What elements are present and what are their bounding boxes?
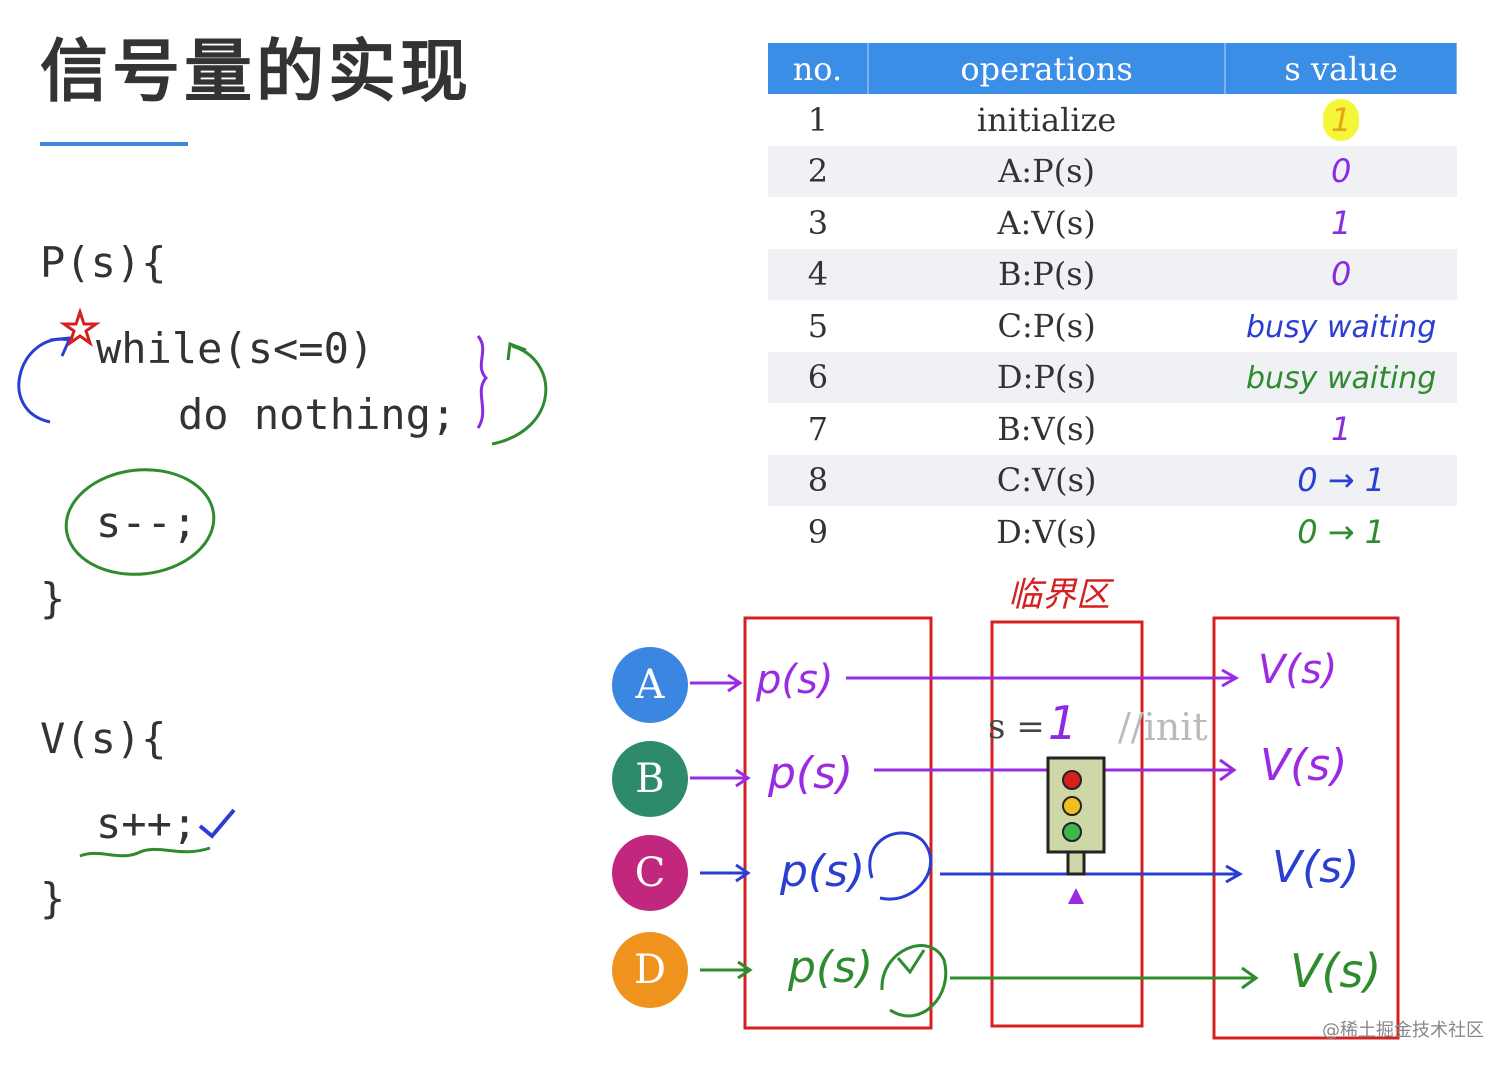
table-row: 1 initialize 1 <box>768 94 1457 146</box>
v-increment: s++; <box>96 799 198 848</box>
cell-op: A:V(s) <box>997 203 1096 242</box>
cell-s: 0 <box>1225 248 1457 300</box>
process-c-label: C <box>634 850 666 896</box>
v-close: } <box>40 874 66 923</box>
s-value-text: 0 → 1 <box>1297 461 1386 500</box>
v-header: V(s){ <box>40 714 167 763</box>
s-value-text: 1 <box>1330 203 1352 242</box>
cell-op: D:P(s) <box>867 351 1226 403</box>
cell-s: 1 <box>1225 197 1457 249</box>
p-close: } <box>40 574 66 623</box>
p-while: while(s<=0) <box>96 324 375 373</box>
process-b-p-label: p(s) <box>768 748 854 799</box>
table-row: 6 D:P(s) busy waiting <box>768 351 1457 403</box>
header-no: no. <box>768 43 869 94</box>
cell-no: 6 <box>768 351 868 403</box>
table-header-row: no. operations s value <box>768 43 1458 94</box>
cell-s: 0 → 1 <box>1225 506 1457 558</box>
cell-no: 2 <box>768 145 868 197</box>
cell-no: 5 <box>807 306 829 345</box>
process-d-circle: D <box>612 932 688 1008</box>
process-a-label: A <box>635 662 665 708</box>
table-row: 2 A:P(s) 0 <box>768 145 1457 197</box>
process-b-v-label: V(s) <box>1260 740 1348 791</box>
cell-s: busy waiting <box>1225 351 1457 403</box>
process-a-v-label: V(s) <box>1258 647 1338 693</box>
process-c-v-label: V(s) <box>1272 842 1360 893</box>
process-b-circle: B <box>612 741 688 817</box>
process-d-p-label: p(s) <box>788 942 874 993</box>
s-value-text: 1 <box>1322 98 1360 141</box>
cell-no: 8 <box>768 454 868 506</box>
table-row: 7 B:V(s) 1 <box>768 403 1457 455</box>
s-value-text: 0 → 1 <box>1297 512 1386 551</box>
cell-op: B:V(s) <box>997 409 1096 448</box>
cell-no: 4 <box>768 248 868 300</box>
title-underline <box>40 142 188 146</box>
cell-no: 3 <box>807 203 829 242</box>
cell-no: 7 <box>807 409 829 448</box>
table-row: 8 C:V(s) 0 → 1 <box>768 454 1457 506</box>
table-row: 4 B:P(s) 0 <box>768 248 1457 300</box>
v-box <box>1212 616 1400 1040</box>
s-value-text: 0 <box>1330 152 1352 191</box>
header-s-value: s value <box>1225 43 1458 94</box>
init-comment: //init <box>1118 705 1208 749</box>
critical-section-box <box>990 620 1144 1028</box>
process-a-p-label: p(s) <box>756 657 834 703</box>
operations-table: no. operations s value 1 initialize 1 2 … <box>768 43 1458 558</box>
traffic-light-icon <box>1046 756 1106 904</box>
process-d-label: D <box>633 947 667 993</box>
header-operations: operations <box>867 43 1227 94</box>
watermark: @稀土掘金技术社区 <box>1322 1020 1484 1041</box>
page-title: 信号量的实现 <box>40 32 473 112</box>
p-header: P(s){ <box>40 238 167 287</box>
p-box <box>743 616 933 1030</box>
process-c-p-label: p(s) <box>780 846 866 897</box>
cell-s: 1 <box>1225 94 1457 146</box>
cell-no: 1 <box>807 100 829 139</box>
cell-s: busy waiting <box>1225 300 1457 352</box>
cell-op: A:P(s) <box>867 145 1226 197</box>
cell-no: 9 <box>807 512 829 551</box>
cell-s: 0 → 1 <box>1225 454 1457 506</box>
s-init-label: s = <box>988 707 1045 747</box>
s-value-text: busy waiting <box>1245 361 1437 397</box>
s-value-text: busy waiting <box>1245 309 1437 345</box>
cell-op: B:P(s) <box>867 248 1226 300</box>
cell-s: 1 <box>1225 403 1457 455</box>
p-decrement: s--; <box>96 498 198 547</box>
table-row: 5 C:P(s) busy waiting <box>768 300 1457 352</box>
process-a-circle: A <box>612 647 688 723</box>
cell-op: initialize <box>976 100 1117 139</box>
process-d-v-label: V(s) <box>1290 944 1382 998</box>
critical-section-label: 临界区 <box>1008 575 1110 615</box>
cell-op: D:V(s) <box>996 512 1098 551</box>
cell-op: C:V(s) <box>867 454 1226 506</box>
s-value-text: 1 <box>1330 409 1352 448</box>
table-row: 9 D:V(s) 0 → 1 <box>768 506 1457 558</box>
table-row: 3 A:V(s) 1 <box>768 197 1457 249</box>
s-init-value: 1 <box>1048 696 1078 750</box>
s-value-text: 0 <box>1330 255 1352 294</box>
process-c-circle: C <box>612 835 688 911</box>
process-b-label: B <box>635 756 665 802</box>
cell-op: C:P(s) <box>997 306 1096 345</box>
cell-s: 0 <box>1225 145 1457 197</box>
p-do-nothing: do nothing; <box>178 390 457 439</box>
